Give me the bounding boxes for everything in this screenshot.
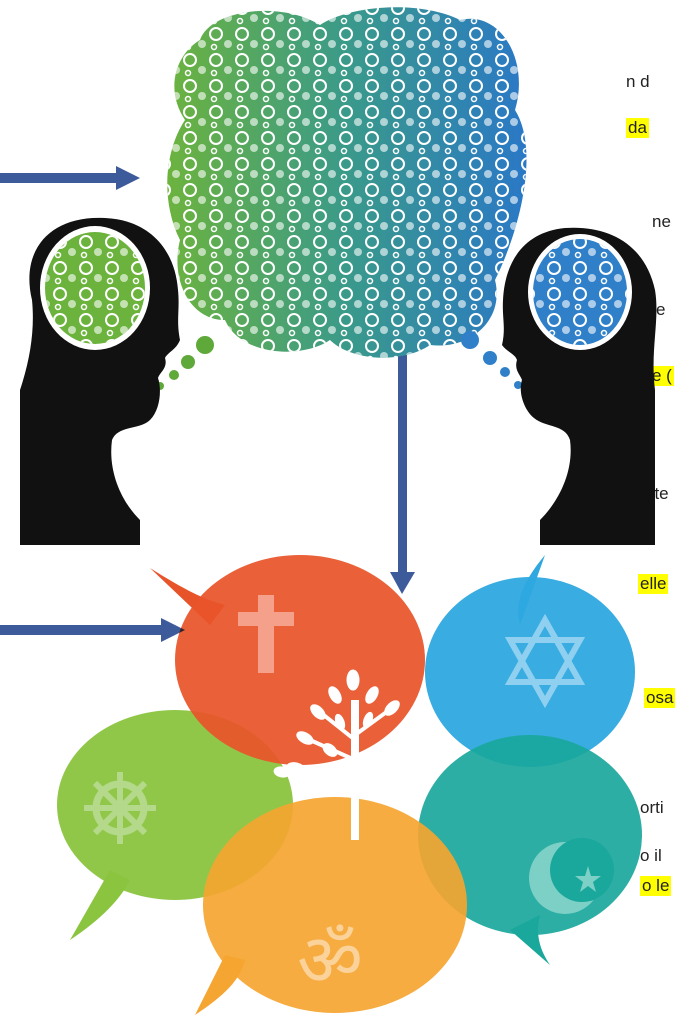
text-fragment-5: e ( <box>650 366 674 386</box>
text-fragment-11: o le <box>640 876 672 896</box>
dharma-wheel-icon <box>84 772 156 844</box>
text-fragment-10: o il <box>640 846 662 865</box>
crescent-star-icon <box>529 838 614 914</box>
om-icon: ॐ <box>297 918 363 1002</box>
right-head-silhouette <box>502 227 657 545</box>
cross-icon <box>238 595 294 673</box>
tree-icon <box>273 669 439 840</box>
star-of-david-icon <box>504 613 586 709</box>
arrow-top <box>0 166 140 190</box>
arrow-middle <box>0 618 185 642</box>
text-fragment-3: ne <box>652 212 671 231</box>
text-fragment-1: n d <box>626 72 650 91</box>
text-fragment-2: da <box>626 118 649 138</box>
thought-cloud <box>156 7 527 390</box>
left-head-silhouette <box>20 217 180 545</box>
text-fragment-7: elle <box>638 574 669 594</box>
text-fragment-9: orti <box>640 798 664 817</box>
text-fragment-4: e <box>656 300 666 319</box>
bubble-red <box>150 555 425 765</box>
bubble-orange <box>195 797 467 1015</box>
text-fragment-8: osa <box>644 688 675 708</box>
arrow-down <box>390 345 415 594</box>
